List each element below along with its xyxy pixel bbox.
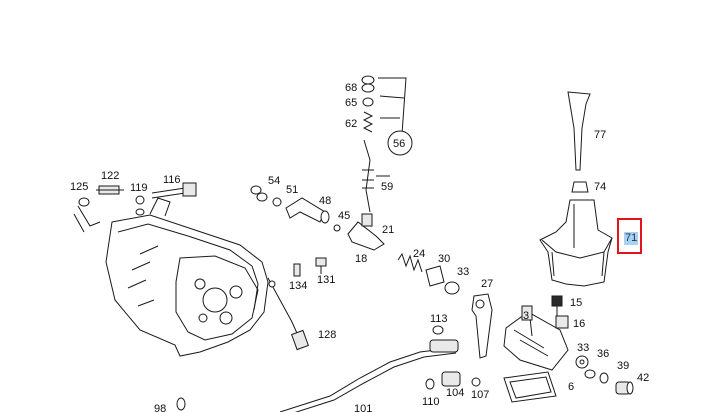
callout-45: 45 — [338, 210, 350, 222]
callout-110: 110 — [422, 396, 440, 408]
callout-48: 48 — [319, 195, 331, 207]
shift-boot-and-knob-drawing — [539, 91, 613, 287]
shift-rod-drawing — [176, 325, 481, 412]
callout-3: 3 — [523, 310, 529, 322]
callout-119: 119 — [130, 182, 148, 194]
callout-128: 128 — [318, 329, 336, 341]
callout-36: 36 — [597, 348, 609, 360]
small-parts-lower-right — [575, 355, 634, 395]
callout-125: 125 — [70, 181, 88, 193]
callout-65: 65 — [345, 97, 357, 109]
linkage-rod-drawing — [267, 257, 327, 351]
callout-122: 122 — [101, 170, 119, 182]
callout-6: 6 — [568, 381, 574, 393]
callout-33b: 33 — [577, 342, 589, 354]
callout-30: 30 — [438, 253, 450, 265]
callout-15: 15 — [570, 297, 582, 309]
bolt-parts-upper-left — [78, 182, 197, 216]
selector-rod-drawing — [347, 75, 413, 251]
callout-104: 104 — [446, 387, 464, 399]
callout-134: 134 — [289, 280, 307, 292]
callout-74: 74 — [594, 181, 606, 193]
callout-24: 24 — [413, 248, 425, 260]
callout-54: 54 — [268, 175, 280, 187]
callout-39: 39 — [617, 360, 629, 372]
callout-51: 51 — [286, 184, 298, 196]
callout-113: 113 — [430, 313, 448, 325]
callout-131: 131 — [317, 274, 335, 286]
linkage-parts-center — [250, 185, 341, 232]
callout-18: 18 — [355, 253, 367, 265]
callout-42: 42 — [637, 372, 649, 384]
callout-27: 27 — [481, 278, 493, 290]
callout-62: 62 — [345, 118, 357, 130]
callout-21: 21 — [382, 224, 394, 236]
callout-68: 68 — [345, 82, 357, 94]
callout-116: 116 — [163, 174, 181, 186]
callout-33: 33 — [457, 266, 469, 278]
callout-56: 56 — [393, 138, 405, 150]
callout-59: 59 — [381, 181, 393, 193]
callout-71[interactable]: 71 — [624, 232, 639, 245]
shifter-bracket-drawing — [503, 295, 569, 403]
callout-77: 77 — [594, 129, 606, 141]
callout-107: 107 — [471, 389, 489, 401]
spring-and-lever-parts — [397, 252, 493, 359]
callout-101: 101 — [354, 403, 372, 412]
transmission-housing-drawing — [73, 197, 269, 357]
callout-98: 98 — [154, 403, 166, 412]
callout-labels: 68 65 62 56 59 54 51 48 45 21 18 24 30 3… — [70, 82, 649, 412]
callout-16: 16 — [573, 318, 585, 330]
